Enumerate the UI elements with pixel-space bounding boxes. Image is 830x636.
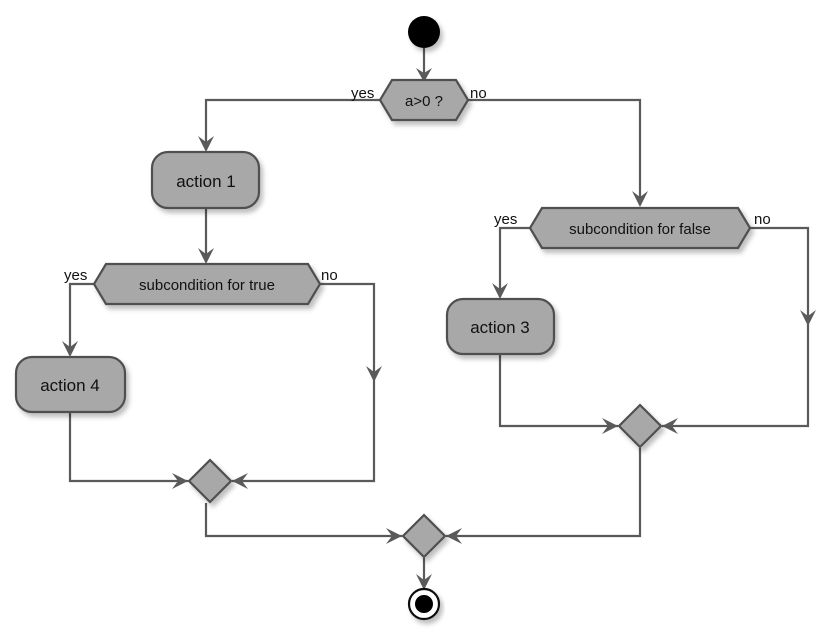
- edge-subfalse-yes: [498, 226, 530, 297]
- action-4-label: action 4: [40, 376, 100, 395]
- arrow-right-icon: [172, 473, 188, 489]
- merge-final: [401, 513, 447, 559]
- decision-main: [378, 78, 470, 122]
- arrow-right-icon: [386, 528, 402, 544]
- arrow-down-icon: [492, 283, 508, 299]
- edge-subtrue-no: [232, 282, 376, 483]
- branch-main-yes: yes: [351, 85, 374, 102]
- action-3-node: [445, 297, 556, 356]
- edge-action4-to-merge: [68, 412, 188, 483]
- decision-main-label: a>0 ?: [405, 93, 443, 110]
- arrow-left-icon: [662, 418, 678, 434]
- action-3-label: action 3: [470, 318, 530, 337]
- start-node: [408, 16, 440, 48]
- merge-right: [617, 403, 663, 449]
- edge-mergeright-to-final: [446, 448, 642, 538]
- arrow-down-icon: [198, 248, 214, 264]
- action-1-node: [150, 150, 261, 210]
- edge-main-no: [468, 98, 642, 205]
- arrow-down-icon: [62, 341, 78, 357]
- arrow-down-icon: [366, 366, 382, 382]
- arrow-left-icon: [232, 473, 248, 489]
- action-1-label: action 1: [176, 172, 236, 191]
- edge-subtrue-yes: [68, 282, 94, 355]
- edges: [68, 48, 810, 588]
- decision-true: [92, 262, 322, 306]
- decision-true-label: subcondition for true: [139, 277, 275, 294]
- branch-true-yes: yes: [64, 267, 87, 284]
- arrow-down-icon: [800, 310, 816, 326]
- decision-false: [528, 206, 752, 250]
- branch-true-no: no: [321, 267, 338, 284]
- arrow-down-icon: [632, 191, 648, 207]
- arrow-down-icon: [198, 136, 214, 152]
- decision-false-label: subcondition for false: [569, 221, 711, 238]
- branch-false-yes: yes: [494, 211, 517, 228]
- arrow-down-icon: [416, 68, 432, 82]
- end-node: [407, 587, 441, 621]
- arrow-down-icon: [416, 574, 432, 590]
- edge-subfalse-no: [662, 226, 810, 428]
- edge-main-yes: [204, 98, 380, 150]
- arrow-right-icon: [602, 418, 618, 434]
- edge-mergeleft-to-final: [204, 503, 402, 538]
- action-4-node: [14, 355, 127, 414]
- branch-false-no: no: [754, 211, 771, 228]
- arrow-left-icon: [446, 528, 462, 544]
- arrowheads: [62, 68, 816, 590]
- branch-main-no: no: [470, 85, 487, 102]
- merge-left: [187, 458, 233, 504]
- edge-action3-to-merge: [498, 354, 618, 428]
